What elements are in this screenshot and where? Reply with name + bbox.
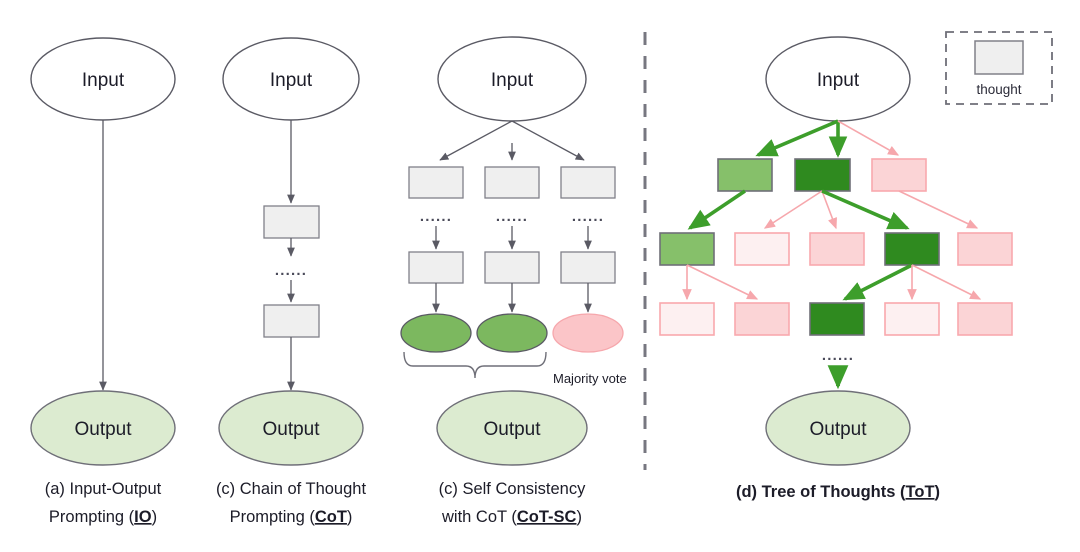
tot-edge-l1-2-to-l2-3	[821, 190, 837, 230]
tot-node-l3-1[interactable]	[659, 302, 715, 336]
cotsc-output-label: Output	[483, 419, 541, 440]
tot-node-l1-2[interactable]	[794, 158, 851, 192]
tot-node-l3-3[interactable]	[809, 302, 865, 336]
cotsc-thought-box-r1c3[interactable]	[560, 166, 616, 199]
cot-output-label: Output	[262, 419, 320, 440]
panel-io: Input Output (a) Input-Output Prompting …	[30, 37, 176, 526]
legend-label: thought	[976, 82, 1021, 97]
tot-caption: (d) Tree of Thoughts (ToT)	[736, 483, 940, 501]
tot-edge-input-l1c	[837, 120, 900, 156]
panel-cot: Input ...... Output (c) Chain of Thought…	[216, 37, 367, 526]
cotsc-caption-abbr: CoT-SC	[517, 508, 577, 526]
cotsc-thought-box-r1c1[interactable]	[408, 166, 464, 199]
tot-output-node[interactable]	[765, 390, 911, 466]
tot-node-l2-4[interactable]	[884, 232, 940, 266]
tot-edge-l1-3-to-l2-5	[898, 190, 979, 229]
tot-node-l2-3[interactable]	[809, 232, 865, 266]
tot-node-l2-5[interactable]	[957, 232, 1013, 266]
io-caption-prefix: Prompting (	[49, 508, 135, 526]
cot-thought-box-1[interactable]	[263, 205, 320, 239]
tot-output-label: Output	[809, 419, 867, 440]
cotsc-thought-box-r2c3[interactable]	[560, 251, 616, 284]
cotsc-input-label: Input	[491, 70, 534, 91]
cot-caption-prefix: Prompting (	[230, 508, 316, 526]
thought-box-swatch-icon	[974, 40, 1024, 75]
cotsc-output-node[interactable]	[436, 390, 588, 466]
cot-ellipsis: ......	[275, 262, 307, 279]
tot-edge-l2-4-to-l3-3	[842, 263, 913, 301]
tot-caption-abbr: ToT	[906, 483, 935, 501]
tot-ellipsis: ......	[822, 347, 854, 364]
legend: thought	[945, 31, 1053, 105]
tot-input-label: Input	[817, 70, 860, 91]
legend-border	[945, 31, 1053, 105]
cotsc-result-node-2[interactable]	[476, 313, 548, 353]
cotsc-caption-line1: (c) Self Consistency	[439, 480, 586, 498]
cot-caption-line1: (c) Chain of Thought	[216, 480, 367, 498]
tot-edge-l1-1-to-l2-1	[687, 189, 747, 230]
cotsc-caption-prefix: with CoT (	[441, 508, 517, 526]
panel-cot-sc: Input ...... ...... ...... Majority vote	[400, 36, 627, 526]
cotsc-thought-box-r1c2[interactable]	[484, 166, 540, 199]
tot-caption-suffix: )	[935, 483, 941, 501]
io-caption-line1: (a) Input-Output	[45, 480, 162, 498]
tot-node-l3-5[interactable]	[957, 302, 1013, 336]
tot-node-l1-3[interactable]	[871, 158, 927, 192]
cotsc-majority-vote-label: Majority vote	[553, 371, 627, 386]
cotsc-result-node-3[interactable]	[552, 313, 624, 353]
cotsc-branch-arrow-left	[439, 120, 513, 161]
tot-edge-l1-2-to-l2-2	[763, 190, 823, 229]
io-output-node[interactable]	[30, 390, 176, 466]
cotsc-ellipsis-c3: ......	[572, 208, 604, 225]
tot-caption-prefix: (d) Tree of Thoughts (	[736, 483, 906, 501]
tot-node-l3-2[interactable]	[734, 302, 790, 336]
io-input-label: Input	[82, 70, 125, 91]
tot-edge-input-l1a	[755, 119, 839, 157]
tot-node-l2-2[interactable]	[734, 232, 790, 266]
tot-node-l1-1[interactable]	[717, 158, 773, 192]
tot-edge-l2-4-to-l3-5	[911, 264, 982, 300]
panel-tot: Input ......	[659, 36, 1013, 501]
cot-output-node[interactable]	[218, 390, 364, 466]
cotsc-caption-suffix: )	[576, 508, 582, 526]
tot-edge-l1-2-to-l2-4	[821, 189, 910, 230]
cot-input-label: Input	[270, 70, 313, 91]
cot-caption-line2: Prompting (CoT)	[230, 508, 353, 526]
tot-node-l2-1[interactable]	[659, 232, 715, 266]
io-caption-suffix: )	[152, 508, 158, 526]
tot-node-l3-4[interactable]	[884, 302, 940, 336]
cotsc-caption-line2: with CoT (CoT-SC)	[441, 508, 582, 526]
cot-caption-abbr: CoT	[315, 508, 347, 526]
cotsc-ellipsis-c2: ......	[496, 208, 528, 225]
io-caption-line2: Prompting (IO)	[49, 508, 157, 526]
io-caption-abbr: IO	[134, 508, 152, 526]
cotsc-thought-box-r2c2[interactable]	[484, 251, 540, 284]
cotsc-majority-brace	[403, 351, 547, 379]
tot-edge-l2-1-to-l3-2	[686, 264, 759, 300]
cotsc-thought-box-r2c1[interactable]	[408, 251, 464, 284]
io-output-label: Output	[74, 419, 132, 440]
cot-caption-suffix: )	[347, 508, 353, 526]
cotsc-ellipsis-c1: ......	[420, 208, 452, 225]
cot-thought-box-2[interactable]	[263, 304, 320, 338]
cotsc-branch-arrow-right	[511, 120, 585, 161]
cotsc-result-node-1[interactable]	[400, 313, 472, 353]
